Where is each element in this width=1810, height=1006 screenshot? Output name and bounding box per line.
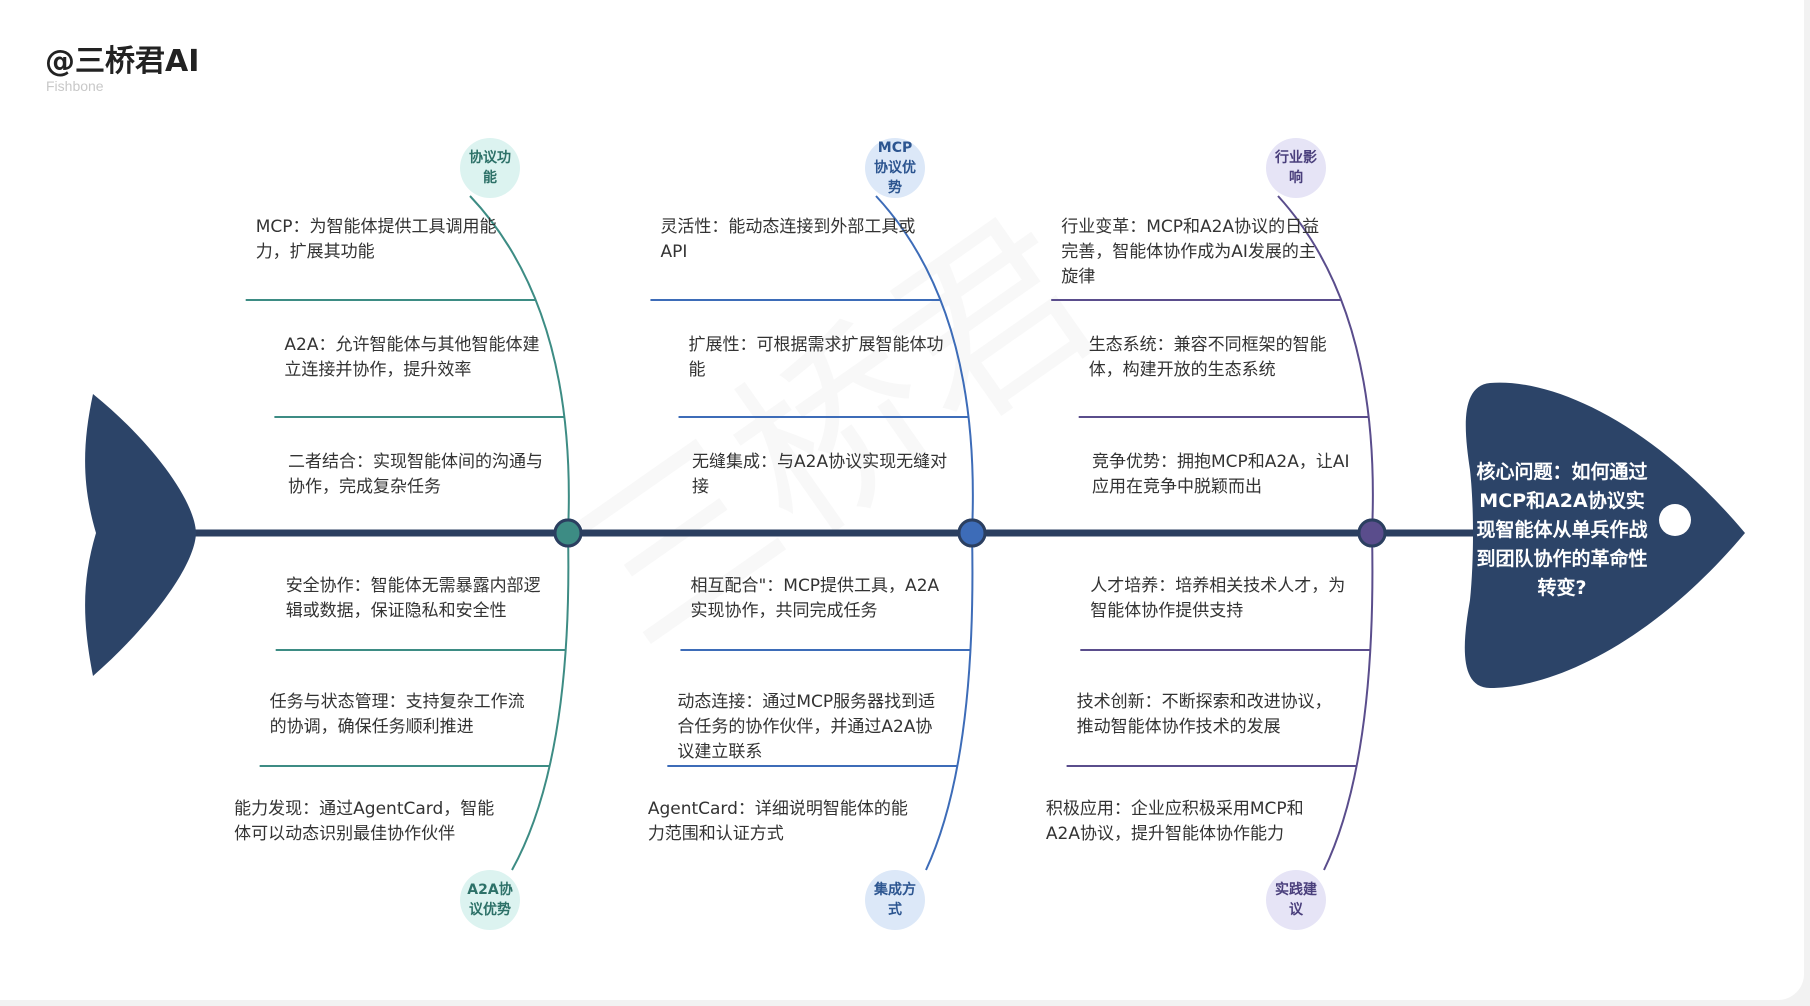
cause-text: 竞争优势：拥抱MCP和A2A，让AI应用在竞争中脱颖而出 xyxy=(1092,452,1350,497)
branch-junction-dot xyxy=(957,518,987,548)
cause-text: 二者结合：实现智能体间的沟通与协作，完成复杂任务 xyxy=(288,452,543,497)
cause-text: 人才培养：培养相关技术人才，为智能体协作提供支持 xyxy=(1090,576,1346,621)
branch-bone xyxy=(925,532,974,871)
branch-bone xyxy=(1323,532,1374,871)
category-bubble: 行业影响 xyxy=(1266,138,1326,198)
branch-junction-dot xyxy=(553,518,583,548)
brand-subtitle: Fishbone xyxy=(46,78,104,94)
branch-bone xyxy=(875,195,974,534)
category-bubble: 实践建议 xyxy=(1266,870,1326,930)
cause-text: 积极应用：企业应积极采用MCP和A2A协议，提升智能体协作能力 xyxy=(1045,799,1304,844)
brand-title: @三桥君AI xyxy=(45,44,200,79)
cause-text: 无缝集成：与A2A协议实现无缝对接 xyxy=(692,452,948,497)
cause-text: 灵活性：能动态连接到外部工具或API xyxy=(660,217,916,262)
branch-junction-dot xyxy=(1357,518,1387,548)
cause-text: AgentCard：详细说明智能体的能力范围和认证方式 xyxy=(647,799,908,844)
category-bubble: A2A协议优势 xyxy=(460,870,520,930)
category-bubble: 集成方式 xyxy=(865,870,925,930)
category-bubble: 协议功能 xyxy=(460,138,520,198)
cause-text: 相互配合"：MCP提供工具，A2A实现协作，共同完成任务 xyxy=(690,576,940,621)
branch-bone xyxy=(511,532,570,871)
fish-eye xyxy=(1659,504,1691,536)
cause-text: 动态连接：通过MCP服务器找到适合任务的协作伙伴，并通过A2A协议建立联系 xyxy=(677,692,936,762)
cause-text: 生态系统：兼容不同框架的智能体，构建开放的生态系统 xyxy=(1088,335,1327,380)
cause-text: 扩展性：可根据需求扩展智能体功能 xyxy=(688,335,944,380)
cause-text: MCP：为智能体提供工具调用能力，扩展其功能 xyxy=(255,217,497,262)
cause-text: 任务与状态管理：支持复杂工作流的协调，确保任务顺利推进 xyxy=(269,692,525,737)
branch-bone xyxy=(469,195,570,534)
cause-text: 行业变革：MCP和A2A协议的日益完善，智能体协作成为AI发展的主旋律 xyxy=(1061,217,1320,287)
cause-text: 安全协作：智能体无需暴露内部逻辑或数据，保证隐私和安全性 xyxy=(285,576,541,621)
cause-text: 能力发现：通过AgentCard，智能体可以动态识别最佳协作伙伴 xyxy=(234,799,495,844)
problem-statement: 核心问题：如何通过MCP和A2A协议实现智能体从单兵作战到团队协作的革命性转变? xyxy=(1476,461,1648,599)
fish-tail xyxy=(85,394,196,676)
category-bubble: MCP协议优势 xyxy=(865,138,925,198)
cause-text: 技术创新：不断探索和改进协议，推动智能体协作技术的发展 xyxy=(1076,692,1332,737)
cause-text: A2A：允许智能体与其他智能体建立连接并协作，提升效率 xyxy=(284,335,540,380)
fish-head xyxy=(1464,382,1745,688)
branch-bone xyxy=(1277,195,1374,534)
